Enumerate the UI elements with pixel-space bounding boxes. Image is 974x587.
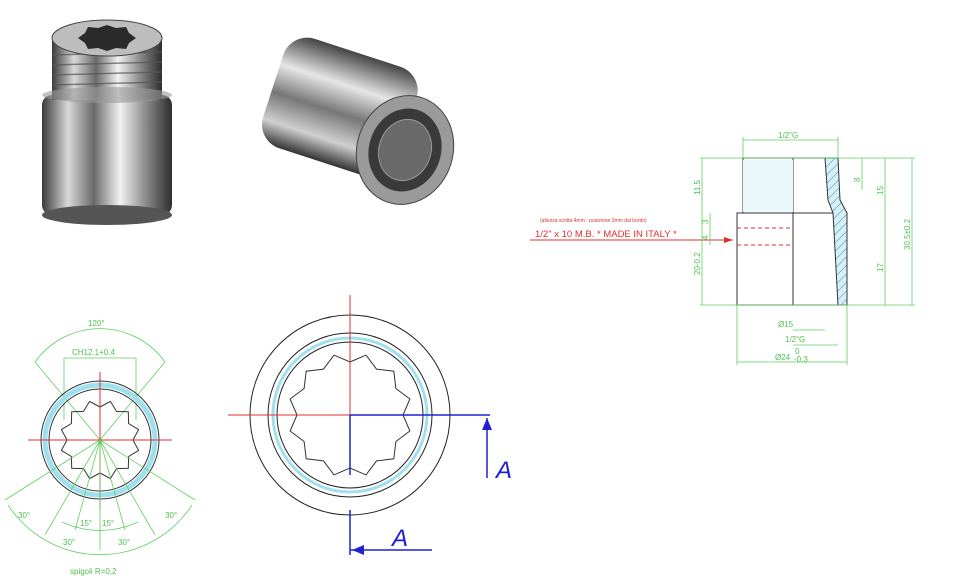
total-length-label: 30.5±0.2 <box>903 218 912 250</box>
thread-bottom-label: 1/2"G <box>785 335 805 344</box>
depth-8-label: 8 <box>853 177 862 182</box>
section-view-drawing: A A <box>228 295 512 555</box>
outer-tol-lower: -0.3 <box>794 355 808 364</box>
side-view-drawing: (altezza scritta 4mm - posizione 3mm dal… <box>530 131 915 365</box>
section-label-a: A <box>494 457 512 484</box>
marking-note: (altezza scritta 4mm - posizione 3mm dal… <box>540 218 647 224</box>
angle-label: 15° <box>102 519 114 528</box>
thread-length-label: 11.5 <box>693 179 702 195</box>
angle-label: 30° <box>118 538 130 547</box>
angle-120-label: 120° <box>88 319 105 328</box>
front-view-drawing: 120° CH12.1+0.4 30° 30° 30° 30° 15° 15° … <box>4 319 196 576</box>
fitting-photo-male-thread <box>42 19 172 225</box>
length-17-label: 17 <box>876 263 885 272</box>
edge-radius-note: spigoli R=0,2 <box>70 567 117 576</box>
section-label-a: A <box>390 525 408 552</box>
marking-text: 1/2" x 10 M.B. * MADE IN ITALY * <box>535 229 677 240</box>
outer-diameter-label: Ø24 <box>775 353 791 362</box>
bore-label: Ø15 <box>778 320 794 329</box>
angle-label: 30° <box>18 511 30 520</box>
thread-top-label: 1/2"G <box>778 131 798 140</box>
body-length-label: 20-0.2 <box>693 252 702 275</box>
length-15-label: 15 <box>876 186 885 195</box>
outer-tol-upper: 0 <box>795 347 800 356</box>
angle-label: 30° <box>165 511 177 520</box>
position-3-label: 3 <box>701 219 710 224</box>
angle-label: 15° <box>80 519 92 528</box>
fitting-photo-female-thread <box>262 37 455 205</box>
position-4-label: 4 <box>701 235 710 240</box>
hex-width-label: CH12.1+0.4 <box>72 348 115 357</box>
angle-label: 30° <box>63 538 75 547</box>
